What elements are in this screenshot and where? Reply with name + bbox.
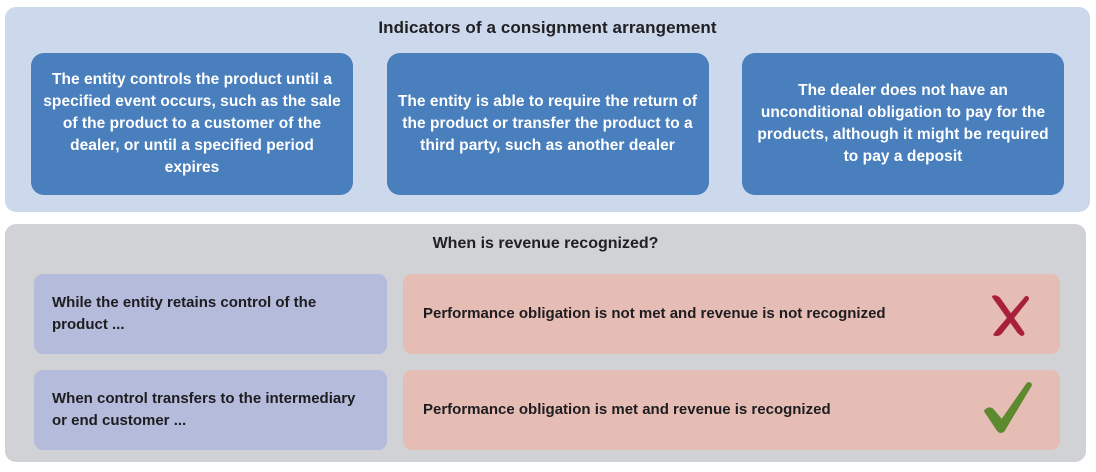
indicator-card-2: The entity is able to require the return… — [386, 53, 709, 195]
revenue-recognition-panel: When is revenue recognized? While the en… — [5, 224, 1086, 462]
check-icon — [978, 380, 1038, 440]
top-panel-title: Indicators of a consignment arrangement — [378, 18, 717, 37]
indicator-card-2-text: The entity is able to require the return… — [397, 93, 698, 154]
condition-card-2-text: When control transfers to the intermedia… — [52, 390, 356, 429]
revenue-row-2: When control transfers to the intermedia… — [34, 370, 1060, 450]
consignment-indicators-panel: Indicators of a consignment arrangement … — [5, 7, 1090, 212]
bottom-panel-title: When is revenue recognized? — [432, 235, 659, 252]
condition-card-1-text: While the entity retains control of the … — [52, 294, 317, 333]
outcome-card-1: Performance obligation is not met and re… — [403, 274, 1060, 354]
condition-card-1: While the entity retains control of the … — [34, 274, 387, 354]
condition-card-2: When control transfers to the intermedia… — [34, 370, 387, 450]
indicator-card-3: The dealer does not have an unconditiona… — [742, 53, 1064, 195]
outcome-card-2: Performance obligation is met and revenu… — [403, 370, 1060, 450]
outcome-card-1-text: Performance obligation is not met and re… — [423, 305, 886, 323]
outcome-card-2-text: Performance obligation is met and revenu… — [423, 401, 831, 419]
indicator-card-1-text: The entity controls the product until a … — [43, 71, 341, 176]
revenue-recognition-grid: While the entity retains control of the … — [34, 274, 1060, 450]
indicator-card-3-text: The dealer does not have an unconditiona… — [757, 82, 1049, 165]
cross-icon — [978, 284, 1038, 344]
indicator-card-row: The entity controls the product until a … — [31, 53, 1064, 195]
revenue-row-1: While the entity retains control of the … — [34, 274, 1060, 354]
indicator-card-1: The entity controls the product until a … — [31, 53, 353, 195]
